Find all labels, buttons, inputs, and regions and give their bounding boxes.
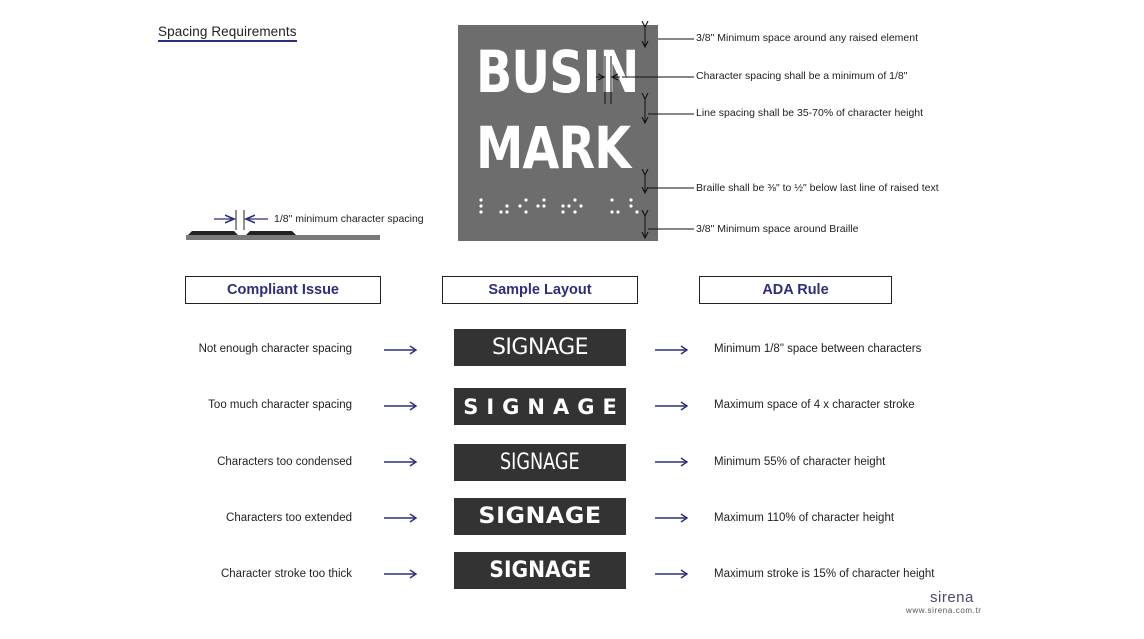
annotation-line-spacing: Line spacing shall be 35-70% of characte… [696,107,924,119]
arrow-right-icon [655,345,689,355]
arrow-right-icon [655,457,689,467]
rule-text: Maximum space of 4 x character stroke [714,399,915,411]
issue-text: Too much character spacing [208,399,352,411]
brand-url: www.sirena.com.tr [906,606,982,615]
sign-sample-panel: BUSIN MARK [458,25,658,241]
sample-sign: SIGNAGE [454,329,626,366]
sign-line-2: MARK [476,114,631,182]
page-title: Spacing Requirements [158,24,297,42]
arrow-right-icon [384,345,418,355]
header-compliant-issue: Compliant Issue [185,276,381,304]
issue-text: Characters too extended [226,512,352,524]
annotation-braille-space: 3/8" Minimum space around Braille [696,223,859,235]
arrow-right-icon [384,401,418,411]
sample-text: SIGNAGE [500,450,580,475]
rule-text: Maximum stroke is 15% of character heigh… [714,568,935,580]
header-sample-layout: Sample Layout [442,276,638,304]
sample-text: SIGNAGE [491,335,589,360]
issue-text: Character stroke too thick [220,568,352,580]
annotation-braille-below: Braille shall be ⅜" to ½" below last lin… [696,182,939,194]
sample-sign: SIGNAGE [454,444,626,481]
arrow-right-icon [384,513,418,523]
braille-dots [479,198,639,214]
annotation-raised-space: 3/8" Minimum space around any raised ele… [696,32,919,44]
arrow-right-icon [655,569,689,579]
issue-text: Not enough character spacing [198,343,352,355]
header-ada-rule: ADA Rule [699,276,892,304]
brand-logo: sirena [930,589,974,606]
sample-sign: SIGNAGE [454,388,626,425]
sample-text: SIGNAGE [489,558,591,583]
min-char-spacing-label: 1/8" minimum character spacing [274,213,424,225]
annotation-char-spacing: Character spacing shall be a minimum of … [696,70,908,82]
sample-text: SIGNAGE [463,394,625,419]
sample-text: SIGNAGE [478,504,602,529]
issue-text: Characters too condensed [217,456,352,468]
arrow-right-icon [384,569,418,579]
sample-sign: SIGNAGE [454,552,626,589]
rule-text: Minimum 1/8" space between characters [714,343,922,355]
arrow-right-icon [384,457,418,467]
dimension-markers [596,20,694,245]
arrow-right-icon [655,513,689,523]
rule-text: Maximum 110% of character height [714,512,895,524]
rule-text: Minimum 55% of character height [714,456,886,468]
sample-sign: SIGNAGE [454,498,626,535]
sign-line-1: BUSIN [476,38,639,106]
arrow-right-icon [655,401,689,411]
profile-illustration [186,210,380,240]
